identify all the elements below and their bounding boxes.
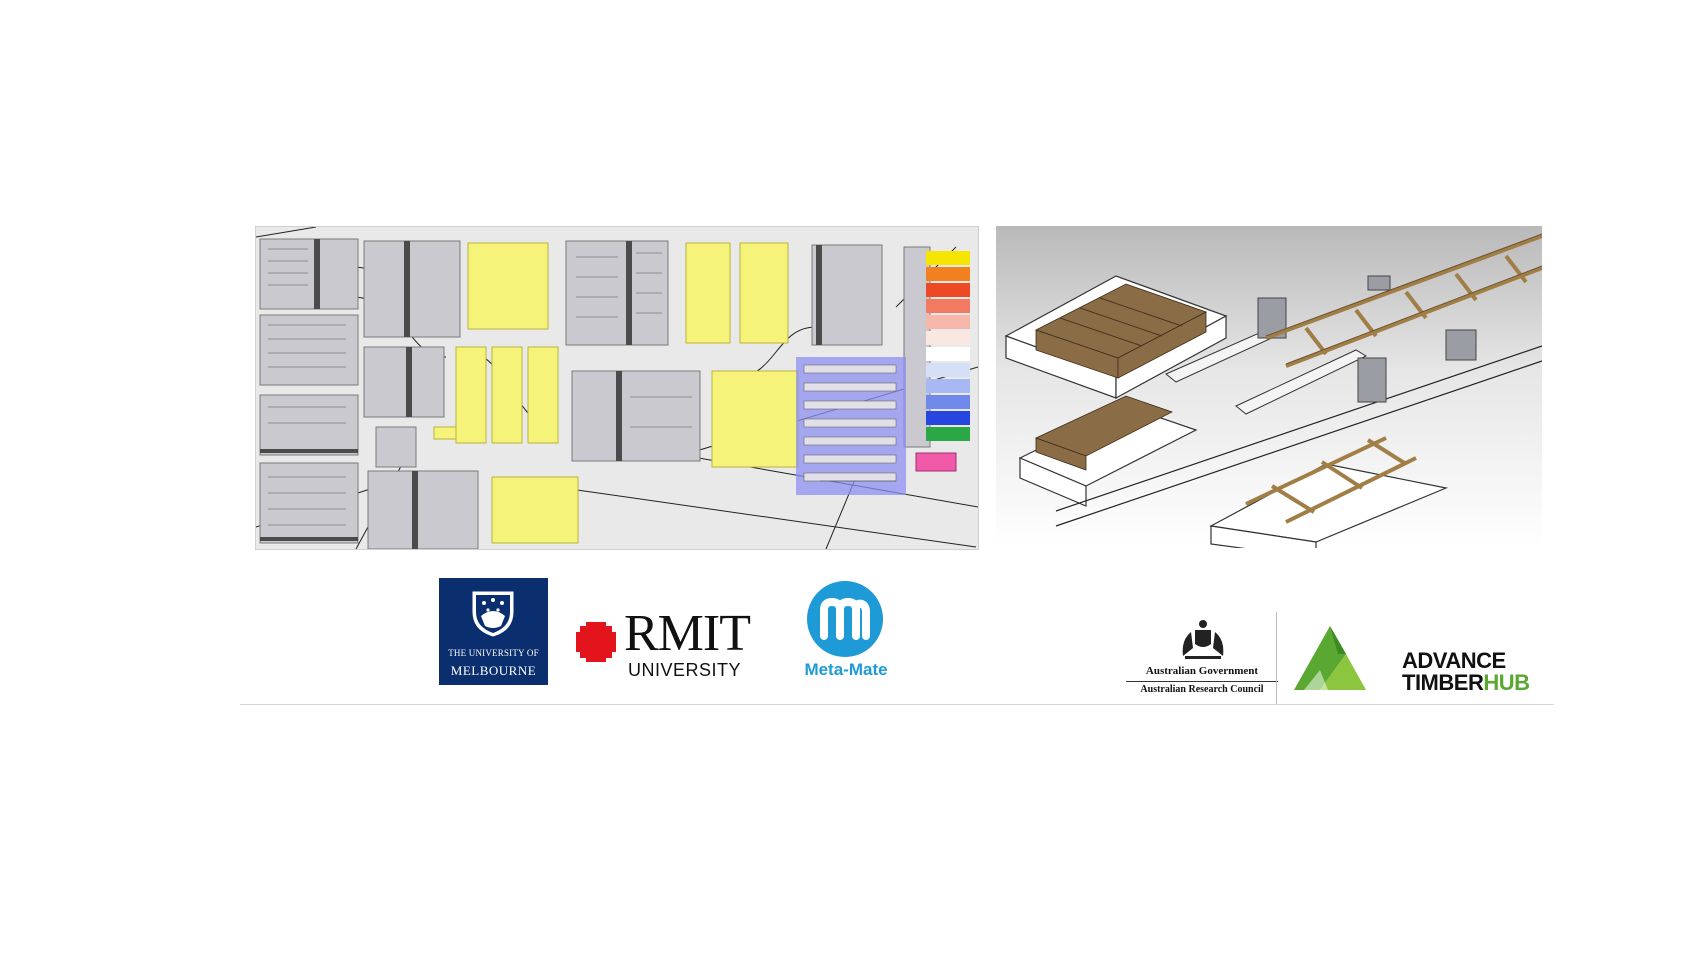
ath-line1: ADVANCE — [1402, 648, 1506, 673]
advance-timber-hub-logo: ADVANCE TIMBERHUB — [1290, 618, 1550, 698]
ath-hub: HUB — [1483, 670, 1530, 695]
meta-mate-m-icon — [807, 581, 883, 657]
melbourne-crest-icon — [472, 591, 514, 637]
rmit-university-logo: RMIT UNIVERSITY — [574, 608, 754, 684]
melbourne-line2: MELBOURNE — [450, 663, 537, 678]
grasshopper-graph-icon — [256, 227, 978, 549]
grasshopper-canvas-image — [255, 226, 979, 550]
meta-mate-text: Meta-Mate — [804, 660, 888, 679]
ausgov-line2: Australian Research Council — [1140, 684, 1264, 695]
melbourne-line1: THE UNIVERSITY OF — [448, 648, 539, 658]
rmit-pixel-mark-icon — [576, 622, 616, 662]
meta-mate-logo: Meta-Mate — [784, 578, 908, 682]
australian-government-logo: Australian Government Australian Researc… — [1122, 618, 1282, 698]
ausgov-rule — [1126, 681, 1278, 682]
timber-assembly-render — [996, 226, 1542, 548]
ath-timber: TIMBER — [1402, 670, 1484, 695]
rmit-name: RMIT — [624, 605, 751, 662]
ausgov-line1: Australian Government — [1145, 665, 1259, 677]
advance-timber-hub-mark-icon — [1294, 626, 1366, 690]
rmit-sub: UNIVERSITY — [628, 660, 742, 680]
university-of-melbourne-logo: THE UNIVERSITY OF MELBOURNE — [439, 578, 548, 685]
coat-of-arms-icon — [1182, 620, 1224, 659]
logo-divider — [1276, 612, 1277, 704]
footer-rule — [240, 704, 1554, 705]
timber-factory-render-icon — [996, 226, 1542, 548]
ath-line2: TIMBERHUB — [1402, 670, 1530, 696]
